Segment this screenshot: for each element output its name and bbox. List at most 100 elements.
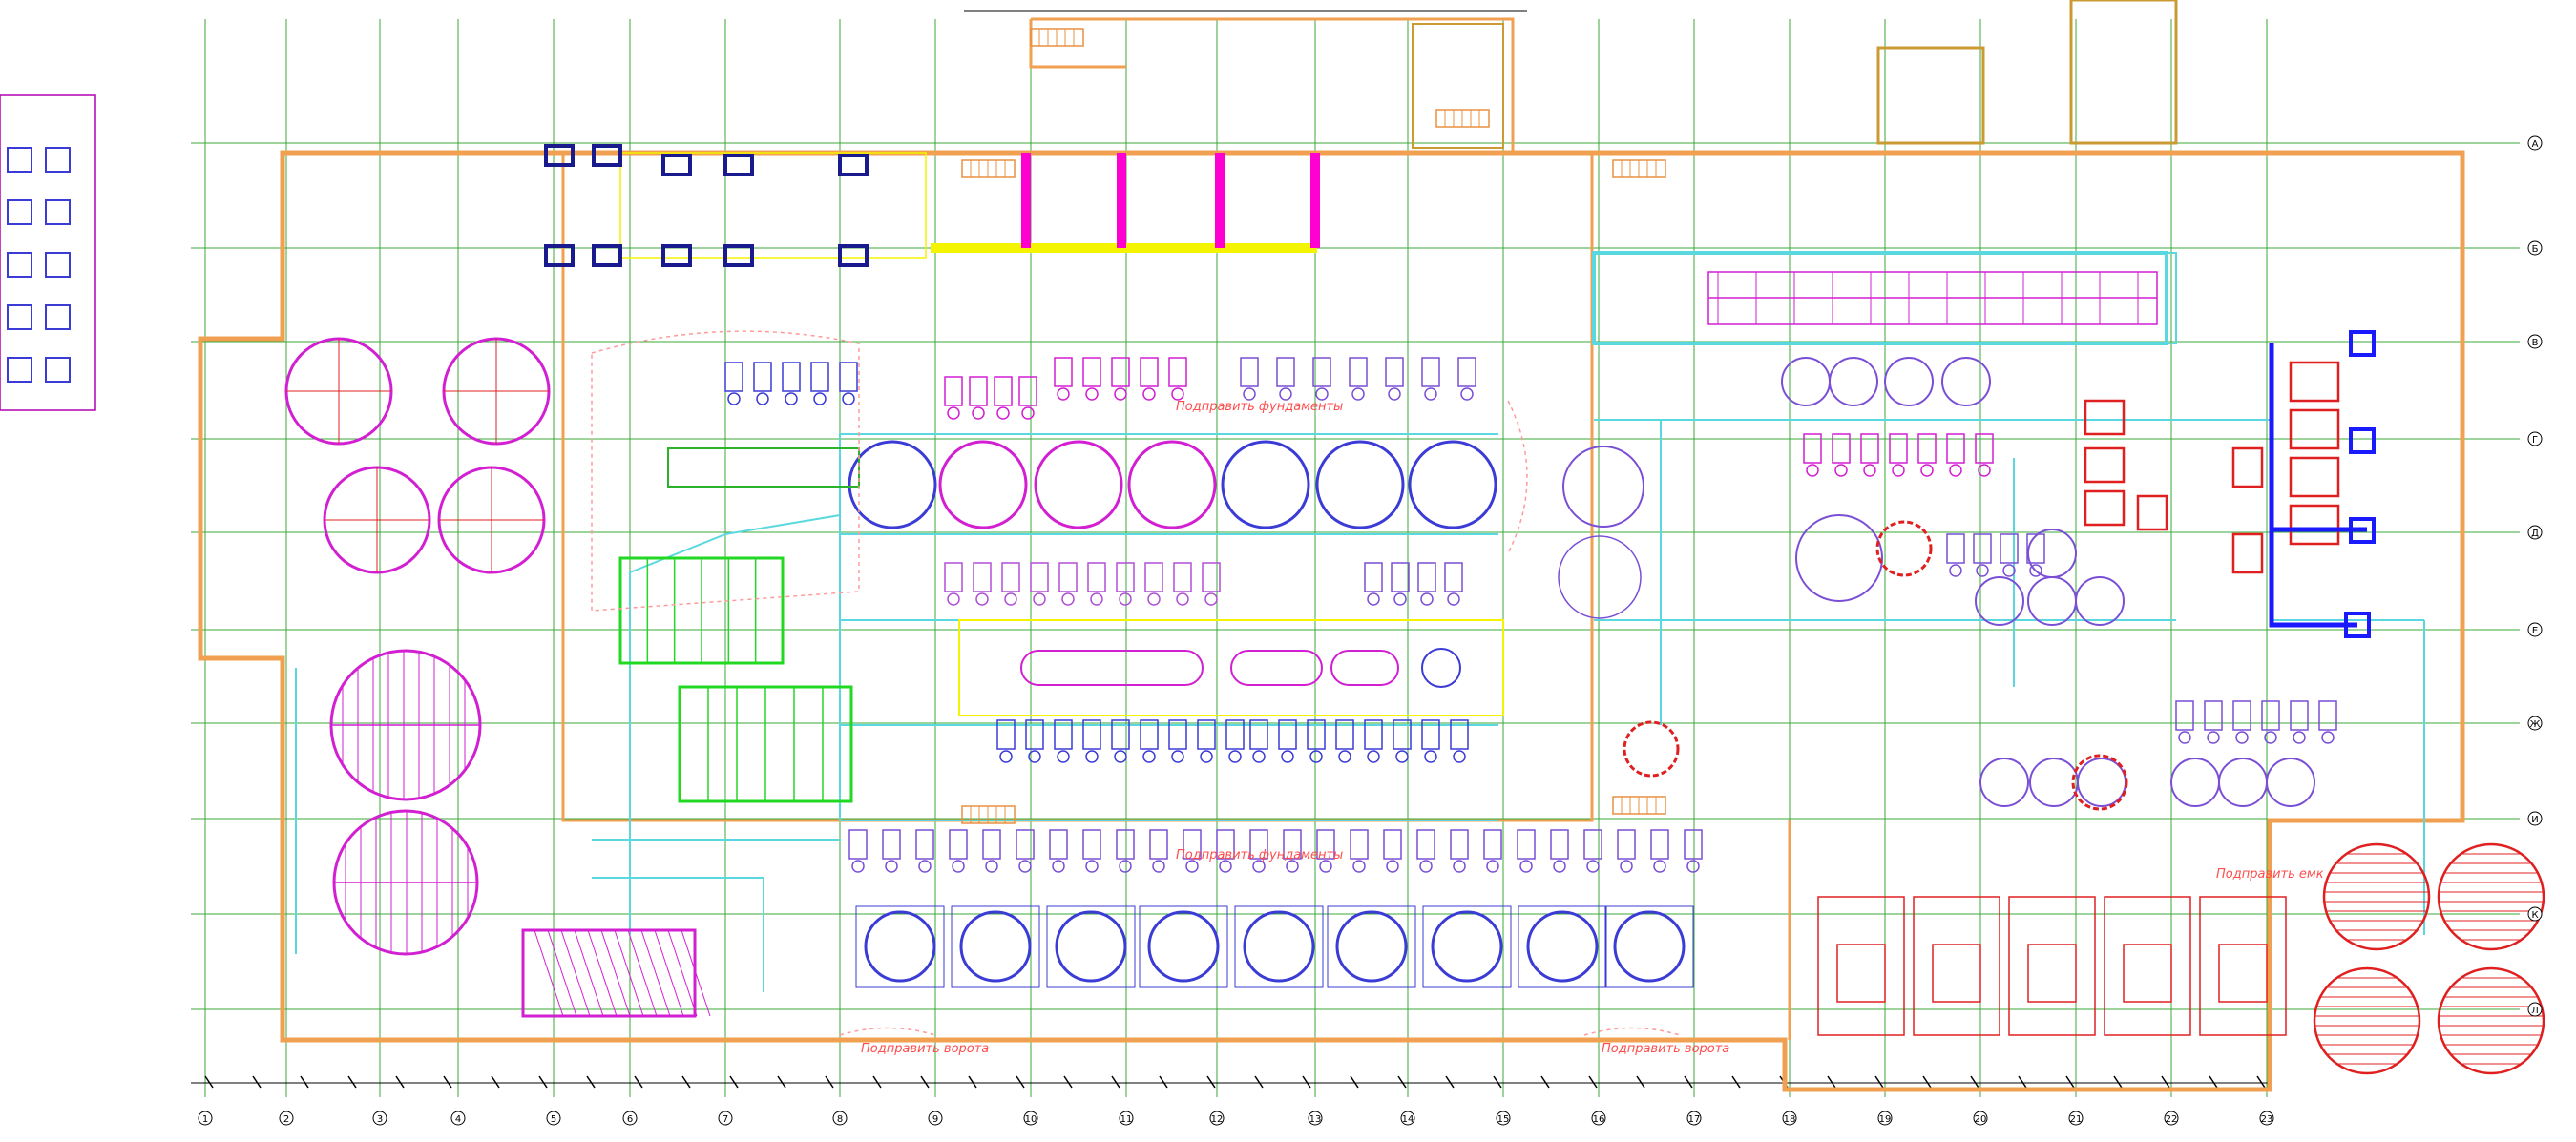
- dimension-tick: [1111, 1075, 1120, 1089]
- pump: [1240, 357, 1259, 387]
- main-pipe: [2269, 343, 2357, 628]
- dimension-tick: [634, 1075, 643, 1089]
- grid-axis-marker: [372, 1111, 387, 1126]
- pump-motor: [1114, 750, 1127, 763]
- grid-axis-label: 12: [1211, 1114, 1224, 1125]
- process-tank: [1526, 910, 1599, 983]
- tank-bay: [951, 905, 1040, 988]
- pump-motor: [1620, 860, 1633, 873]
- grid-axis-marker: [1400, 1111, 1415, 1126]
- pump: [2204, 700, 2223, 731]
- dimension-tick: [1970, 1075, 1979, 1089]
- revision-cloud: [1875, 520, 1933, 577]
- dimension-tick: [681, 1075, 691, 1089]
- tank-bay: [1139, 905, 1228, 988]
- pump: [1168, 357, 1187, 387]
- grid-axis-label: 10: [1025, 1114, 1037, 1125]
- reactor-unit: [2231, 446, 2264, 488]
- column-blue: [2349, 427, 2376, 454]
- pump-motor: [1351, 387, 1365, 401]
- pump-motor: [1309, 750, 1323, 763]
- grid-axis-label: 20: [1975, 1114, 1987, 1125]
- bay-pad: [2218, 944, 2268, 1003]
- grid-axis-marker: [546, 1111, 561, 1126]
- fixture: [45, 199, 71, 225]
- dimension-tick: [586, 1075, 596, 1089]
- pump-motor: [851, 860, 865, 873]
- pump: [1946, 433, 1965, 464]
- pump-motor: [1090, 592, 1103, 606]
- fixture: [7, 147, 32, 173]
- stair-room: [1412, 23, 1504, 149]
- process-tank: [864, 910, 936, 983]
- revision-cloud: [1507, 400, 1528, 554]
- pump-motor: [1119, 860, 1132, 873]
- revision-cloud: [839, 1027, 936, 1036]
- pump-motor: [1057, 387, 1070, 401]
- pump: [1054, 357, 1073, 387]
- pump: [1225, 719, 1245, 750]
- reactor-unit: [2084, 446, 2126, 484]
- pump: [1650, 829, 1669, 860]
- process-tank: [848, 440, 937, 529]
- tank-bay: [1234, 905, 1324, 988]
- pump-motor: [1586, 860, 1600, 873]
- note-gate-1: Подправить ворота: [861, 1042, 989, 1056]
- pump: [1364, 719, 1383, 750]
- dimension-tick: [968, 1075, 977, 1089]
- settling-tank: [2437, 842, 2545, 951]
- dimension-tick: [729, 1075, 739, 1089]
- pump: [1617, 829, 1636, 860]
- dimension-tick: [1636, 1075, 1645, 1089]
- pump-motor: [1653, 860, 1666, 873]
- pump-motor: [1338, 750, 1351, 763]
- pump-motor: [2264, 731, 2277, 744]
- pump: [1312, 357, 1331, 387]
- dimension-tick: [1588, 1075, 1598, 1089]
- pump-motor: [1393, 592, 1407, 606]
- pump: [1249, 719, 1268, 750]
- structural-column: [661, 154, 692, 176]
- dimension-tick: [1254, 1075, 1264, 1089]
- pump: [1283, 829, 1302, 860]
- pump-motor: [1243, 387, 1256, 401]
- fixture: [7, 304, 32, 330]
- pump: [1111, 357, 1130, 387]
- dimension-tick: [1063, 1075, 1073, 1089]
- process-tank: [1431, 910, 1503, 983]
- grid-axis-marker: [2527, 716, 2543, 731]
- pump-motor: [1142, 387, 1156, 401]
- grid-axis-label: 18: [1784, 1114, 1796, 1125]
- fixture: [7, 199, 32, 225]
- pump-motor: [1171, 750, 1184, 763]
- grid-axis-marker: [1877, 1111, 1893, 1126]
- pump-motor: [1228, 750, 1242, 763]
- pump: [1450, 719, 1469, 750]
- bay: [1817, 896, 1905, 1036]
- pump: [1025, 719, 1044, 750]
- pump-motor: [813, 392, 827, 405]
- pump: [949, 829, 968, 860]
- process-tank: [1221, 440, 1310, 529]
- reactor-unit: [2231, 532, 2264, 574]
- pump-motor: [999, 750, 1013, 763]
- grid-axis-marker: [2527, 135, 2543, 151]
- pump: [1144, 562, 1163, 592]
- grid-axis-label: 22: [2166, 1114, 2178, 1125]
- pump: [1087, 562, 1106, 592]
- pump: [2261, 700, 2280, 731]
- grid-axis-label: 6: [627, 1114, 633, 1125]
- structural-column: [544, 244, 575, 267]
- tank-bay: [855, 905, 945, 988]
- pump-motor: [1863, 464, 1876, 477]
- column-blue: [2349, 330, 2376, 357]
- bay: [2199, 896, 2287, 1036]
- grid-axis-marker: [1119, 1111, 1134, 1126]
- pump-motor: [1453, 750, 1466, 763]
- grid-axis-marker: [832, 1111, 848, 1126]
- pump-motor: [1021, 406, 1035, 420]
- dimension-tick: [204, 1075, 214, 1089]
- pump-motor: [2321, 731, 2335, 744]
- process-tank: [1315, 440, 1405, 529]
- pump: [1149, 829, 1168, 860]
